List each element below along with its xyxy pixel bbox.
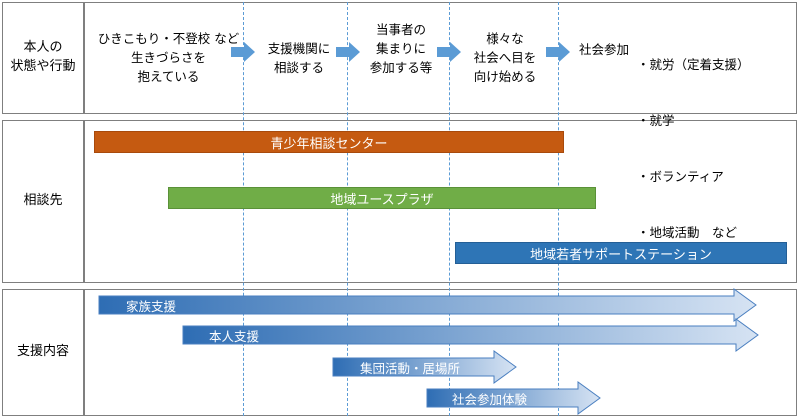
support-arrow-group-activity	[332, 350, 517, 384]
stage-arrow-3	[437, 42, 461, 62]
support-arrow-group-activity-label: 集団活動・居場所	[360, 361, 461, 376]
row-label-state: 本人の 状態や行動	[2, 2, 85, 114]
consultation-bar-support-station: 地域若者サポートステーション	[455, 242, 787, 264]
row-label-consultation: 相談先	[2, 120, 85, 283]
participation-item-2: ・就学	[637, 112, 675, 128]
support-arrow-individual	[182, 318, 759, 352]
consultation-bar-youth-plaza: 地域ユースプラザ	[168, 187, 596, 209]
stage-4-text: 様々な 社会へ目を 向け始める	[473, 31, 537, 84]
row-label-support: 支援内容	[2, 289, 85, 416]
support-arrow-family	[98, 288, 757, 322]
stage-arrow-2	[336, 42, 360, 62]
stage-5-text: 社会参加	[578, 42, 629, 57]
consultation-bar-youth-plaza-label: 地域ユースプラザ	[330, 192, 434, 208]
guide-line-3	[449, 2, 450, 416]
guide-line-4	[558, 2, 559, 416]
stage-arrow-4	[546, 42, 570, 62]
guide-line-2	[347, 2, 348, 416]
support-arrow-individual-label: 本人支援	[209, 329, 260, 344]
consultation-bar-youth-center: 青少年相談センター	[94, 131, 564, 153]
row-label-consultation-text: 相談先	[23, 193, 63, 209]
row-label-support-text: 支援内容	[16, 344, 69, 360]
consultation-bar-youth-center-label: 青少年相談センター	[270, 136, 388, 152]
support-arrow-family-label: 家族支援	[126, 299, 177, 314]
participation-item-4: ・地域活動 など	[637, 225, 738, 241]
support-arrow-social-experience-label: 社会参加体験	[452, 392, 528, 407]
stage-2-text: 支援機関に 相談する	[267, 41, 331, 75]
participation-list: ・就労（定着支援） ・就学 ・ボランティア ・地域活動 など	[637, 18, 787, 262]
participation-item-1: ・就労（定着支援）	[637, 56, 750, 72]
support-arrow-social-experience	[426, 381, 601, 415]
guide-line-1	[243, 2, 244, 416]
stage-arrow-1	[231, 42, 255, 62]
participation-item-3: ・ボランティア	[637, 169, 724, 184]
row-label-state-text: 本人の 状態や行動	[10, 40, 76, 74]
stage-1-text: ひきこもり・不登校 など 生きづらさを 抱えている	[97, 31, 240, 84]
stage-3-text: 当事者の 集まりに 参加する等	[369, 22, 433, 75]
consultation-bar-support-station-label: 地域若者サポートステーション	[530, 247, 712, 263]
